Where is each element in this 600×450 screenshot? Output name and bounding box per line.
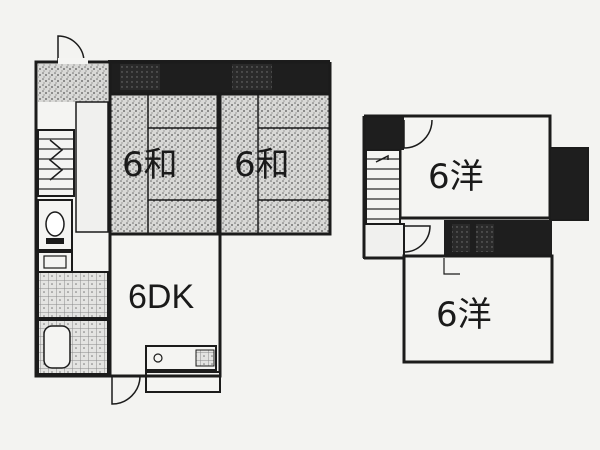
closet-panel (232, 64, 272, 90)
washroom (37, 251, 73, 273)
first-floor: 6和 6和 6DK (34, 35, 332, 405)
entrance-tile (38, 64, 108, 102)
utility-room (37, 271, 109, 319)
landing (363, 223, 405, 259)
closet-panel (120, 64, 160, 90)
entrance-door (57, 35, 85, 63)
room-label-dk: 6DK (128, 278, 194, 316)
corridor (75, 101, 109, 233)
back-door (111, 375, 141, 405)
second-floor: 6洋 6洋 (362, 114, 589, 364)
room-label-washitsu-right: 6和 (234, 145, 290, 185)
closet-upper (364, 116, 404, 150)
balcony (549, 147, 589, 221)
room-label-western-upper: 6洋 (428, 157, 484, 197)
room-label-washitsu-left: 6和 (122, 145, 178, 185)
stairs-second (365, 149, 401, 225)
western-room-lower (402, 254, 554, 364)
bathtub-icon (43, 325, 71, 369)
toilet-icon (45, 211, 65, 237)
room-label-western-lower: 6洋 (436, 295, 492, 335)
stairs-first (37, 129, 75, 197)
tatami-room-left (108, 92, 220, 236)
